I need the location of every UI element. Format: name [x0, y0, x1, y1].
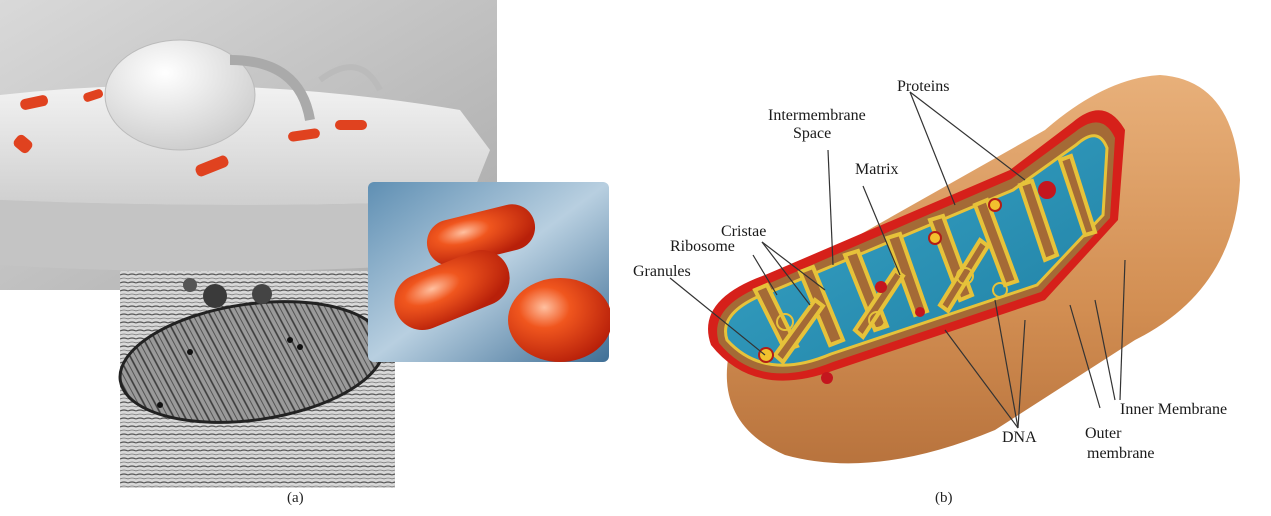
label-inner-membrane: Inner Membrane — [1120, 401, 1227, 418]
caption-b: (b) — [935, 490, 953, 507]
label-ribosome: Ribosome — [670, 238, 735, 255]
panel-a-micrographs — [0, 0, 610, 490]
caption-a: (a) — [287, 490, 304, 507]
label-proteins: Proteins — [897, 78, 949, 95]
label-matrix: Matrix — [855, 161, 899, 178]
mitochondrion-cross-section: Proteins Intermembrane Space Matrix Cris… — [615, 0, 1271, 490]
label-granules: Granules — [633, 263, 691, 280]
panel-b-mitochondrion-diagram: Proteins Intermembrane Space Matrix Cris… — [615, 0, 1271, 490]
label-intermembrane: Intermembrane — [768, 107, 866, 124]
label-membrane: membrane — [1087, 445, 1155, 462]
label-outer: Outer — [1085, 425, 1122, 442]
panel-a-illustration — [0, 0, 610, 490]
label-space: Space — [793, 125, 831, 142]
label-dna: DNA — [1002, 429, 1037, 446]
